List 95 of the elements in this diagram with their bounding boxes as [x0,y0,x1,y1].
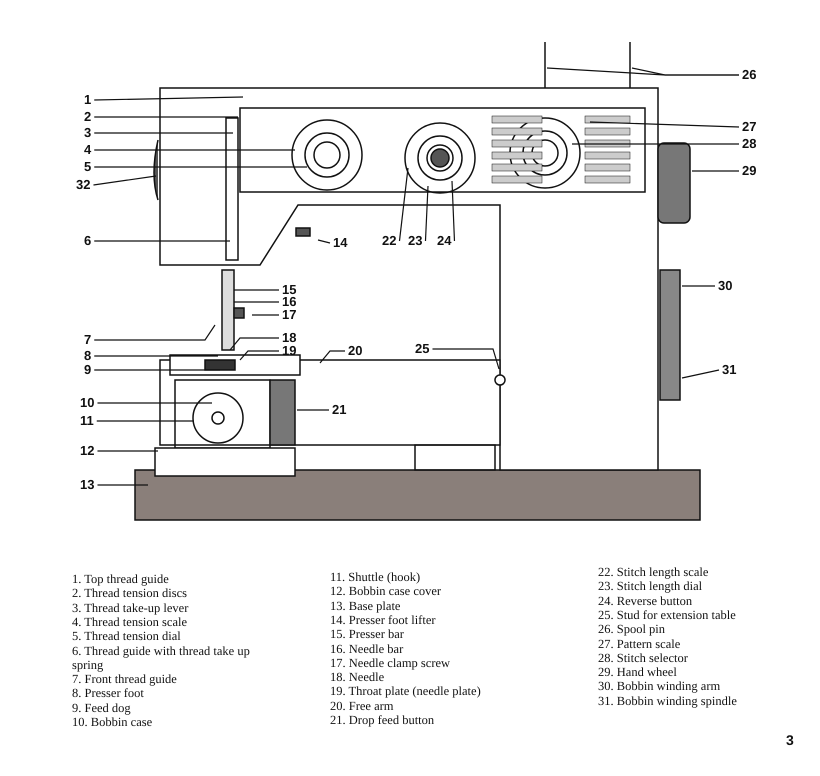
leader-line [230,337,279,350]
legend-item: 26. Spool pin [598,622,666,636]
legend-item: 21. Drop feed button [330,713,436,727]
leader-line [318,239,330,244]
leader-line [432,348,500,370]
legend-item: 10. Bobbin case [72,715,154,729]
callout-number: 1 [84,93,92,107]
leader-line [94,324,216,341]
leader-line [590,121,740,128]
callout-number: 13 [80,478,94,492]
legend-item: 4. Thread tension scale [72,614,188,629]
leader-line [320,350,345,364]
callout-number: 30 [718,279,732,293]
legend-item: 9. Feed dog [72,700,132,715]
legend-item: 6. Thread guide with thread take up spring [72,644,251,672]
callout-number: 18 [282,331,296,345]
leader-line [297,409,329,411]
callout-number: 23 [408,234,422,248]
leader-line [682,285,715,287]
callout-number: 29 [742,164,756,178]
legend-item: 7. Front thread guide [72,672,178,686]
callout-number: 28 [742,137,756,151]
callout-number: 4 [84,143,92,157]
callout-number: 3 [84,126,92,140]
legend-item: 12. Bobbin case cover [330,584,442,598]
leader-line [97,450,158,452]
leader-line [424,186,429,242]
callout-number: 9 [84,363,92,377]
leader-line [398,168,409,242]
legend-item: 14. Presser foot lifter [330,612,437,627]
legend-item: 23. Stitch length dial [598,579,704,594]
leader-line [96,420,194,422]
legend-item: 1. Top thread guide [72,572,170,586]
leader-line [234,289,279,291]
leader-line [94,166,307,168]
callout-number: 27 [742,120,756,134]
legend-item: 31. Bobbin winding spindle [598,694,738,708]
legend-item: 11. Shuttle (hook) [330,570,422,584]
callout-number: 2 [84,110,92,124]
legend-item: 17. Needle clamp screw [330,656,452,670]
legend-item: 19. Throat plate (needle plate) [330,684,482,698]
legend-item: 29. Hand wheel [598,665,678,680]
leader-line [546,67,739,76]
leader-line [97,402,212,404]
leader-line [94,96,244,101]
leader-line [94,116,238,118]
callout-number: 32 [76,178,90,192]
callout-number: 17 [282,308,296,322]
legend-item: 5. Thread tension dial [72,629,182,644]
callout-number: 15 [282,283,296,297]
callout-number: 24 [437,234,452,248]
leader-line [682,369,720,379]
callout-number: 22 [382,234,396,248]
leader-line [240,350,279,360]
callout-number: 14 [333,236,348,250]
legend-item: 2. Thread tension discs [72,586,188,600]
callout-number: 7 [84,333,92,347]
callout-number: 26 [742,68,756,82]
leader-line [94,132,233,134]
legend-item: 18. Needle [330,670,386,684]
page-number: 3 [786,733,794,747]
leader-line [94,355,218,357]
leader-line [692,170,739,172]
leader-line [572,143,739,145]
callout-number: 12 [80,444,94,458]
legend-item: 27. Pattern scale [598,636,682,650]
leader-line [97,484,148,486]
leader-line [94,149,295,151]
callout-number: 5 [84,160,92,174]
leader-line [93,175,156,186]
callout-number: 21 [332,403,346,417]
legend-item: 24. Reverse button [598,594,694,608]
legend-item: 3. Thread take-up lever [72,600,190,615]
leader-line [451,180,456,242]
leader-line [234,301,279,303]
legend-item: 28. Stitch selector [598,650,689,665]
legend-item: 22. Stitch length scale [598,565,710,579]
callout-number: 31 [722,363,736,377]
legend-item: 25. Stud for extension table [598,608,737,622]
callout-number: 20 [348,344,362,358]
callout-number: 10 [80,396,94,410]
legend-item: 16. Needle bar [330,642,404,656]
callout-number: 6 [84,234,92,248]
legend-item: 20. Free arm [330,698,395,713]
callout-number: 11 [80,414,94,428]
legend-item: 13. Base plate [330,598,402,613]
callout-number: 25 [415,342,430,356]
leader-line [94,240,230,242]
legend-item: 30. Bobbin winding arm [598,679,722,694]
leader-line [252,314,279,316]
leader-line [94,369,220,371]
callout-number: 8 [84,349,92,363]
callout-number: 16 [282,295,296,309]
legend-item: 8. Presser foot [72,686,145,700]
legend-item: 15. Presser bar [330,627,405,642]
